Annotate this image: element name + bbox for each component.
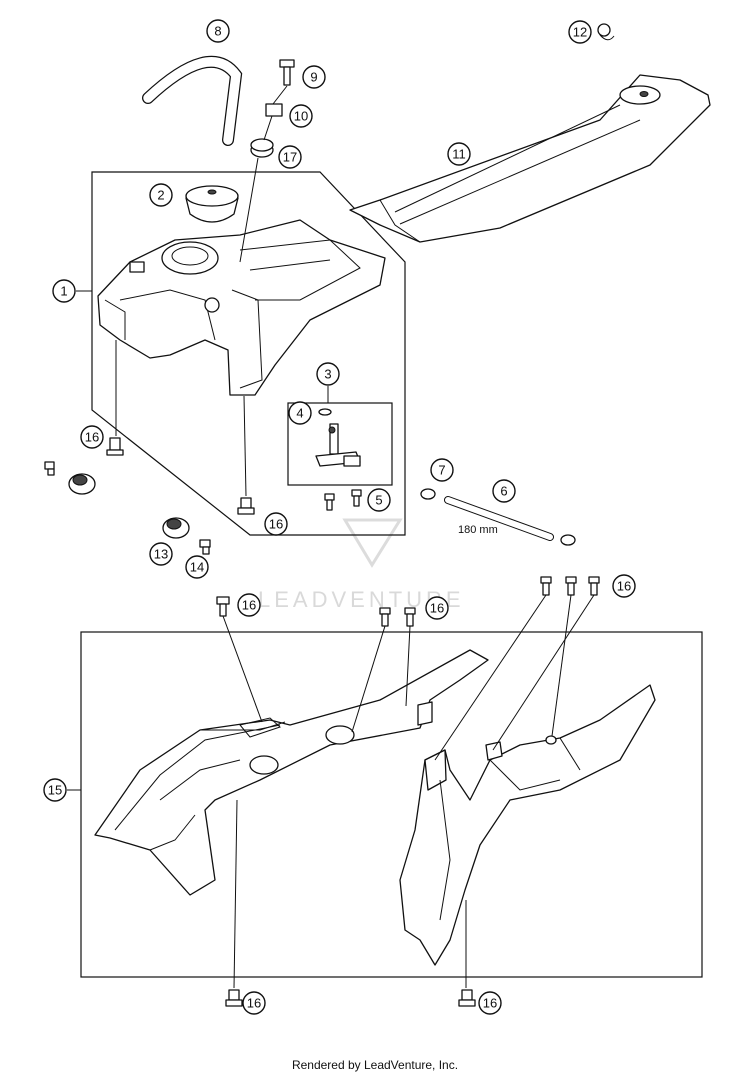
spoiler-bolt-top-mid-a xyxy=(379,607,391,627)
svg-text:12: 12 xyxy=(573,25,587,40)
svg-text:15: 15 xyxy=(48,783,62,798)
rubber-damper xyxy=(162,517,190,539)
spoiler-bolt-top-right-b xyxy=(565,576,577,596)
callout-9: 9 xyxy=(302,65,326,89)
fuel-hose xyxy=(444,496,554,541)
spoiler-bolt-bottom-right xyxy=(458,989,476,1007)
hose-clamp-left xyxy=(420,488,436,500)
svg-text:17: 17 xyxy=(283,150,297,165)
seat-screw xyxy=(597,23,615,41)
svg-text:4: 4 xyxy=(296,406,303,421)
fuel-tap-group-box xyxy=(287,402,393,486)
svg-text:5: 5 xyxy=(375,493,382,508)
svg-text:16: 16 xyxy=(242,598,256,613)
callout-3: 3 xyxy=(316,362,340,386)
spoiler-bolt-top-mid-b xyxy=(404,607,416,627)
svg-text:16: 16 xyxy=(483,996,497,1011)
callout-5: 5 xyxy=(367,488,391,512)
callout-16-spoiler-top-left: 16 xyxy=(237,593,261,617)
callout-16-spoiler-top-mid: 16 xyxy=(425,596,449,620)
small-bolt-left xyxy=(44,461,55,476)
fuel-cap xyxy=(185,185,239,223)
bolt-leader-bottom xyxy=(243,395,247,497)
callout-17: 17 xyxy=(278,145,302,169)
hose-clamp-right xyxy=(560,534,576,546)
svg-text:13: 13 xyxy=(154,547,168,562)
hose-length-label: 180 mm xyxy=(458,524,498,536)
damper-screw xyxy=(199,539,211,555)
fuel-tap-screw-a xyxy=(324,493,335,511)
callout-2: 2 xyxy=(149,183,173,207)
svg-text:6: 6 xyxy=(500,484,507,499)
svg-text:16: 16 xyxy=(85,430,99,445)
callout-leaders xyxy=(67,290,329,791)
footer-credit: Rendered by LeadVenture, Inc. xyxy=(291,1058,459,1072)
left-tank-spoiler xyxy=(94,649,489,896)
seat xyxy=(349,74,711,243)
callout-1: 1 xyxy=(52,279,76,303)
spoiler-group-box xyxy=(80,631,703,978)
spoiler-bolt-top-left xyxy=(216,596,230,617)
svg-text:3: 3 xyxy=(324,367,331,382)
svg-text:16: 16 xyxy=(269,517,283,532)
callout-10: 10 xyxy=(289,104,313,128)
fuel-tank-group-box xyxy=(91,171,406,536)
callout-16-spoiler-bottom-left: 16 xyxy=(242,991,266,1015)
screw-leader-line xyxy=(239,85,288,263)
svg-text:9: 9 xyxy=(310,70,317,85)
svg-text:16: 16 xyxy=(430,601,444,616)
callout-16-spoiler-bottom-right: 16 xyxy=(478,991,502,1015)
svg-text:14: 14 xyxy=(190,560,204,575)
svg-text:8: 8 xyxy=(214,24,221,39)
svg-text:16: 16 xyxy=(247,996,261,1011)
callout-4: 4 xyxy=(288,401,312,425)
fuel-tap-screw-b xyxy=(351,489,362,507)
svg-text:7: 7 xyxy=(438,463,445,478)
right-tank-spoiler xyxy=(399,684,656,966)
callout-16-tank-bottom: 16 xyxy=(264,512,288,536)
callout-14: 14 xyxy=(185,555,209,579)
callout-7: 7 xyxy=(430,458,454,482)
callout-16-tank-left: 16 xyxy=(80,425,104,449)
spoiler-bolt-top-right-c xyxy=(588,576,600,596)
fuel-tap xyxy=(315,408,361,467)
callout-16-spoiler-top-right: 16 xyxy=(612,574,636,598)
spoiler-bolt-top-right-a xyxy=(540,576,552,596)
spoiler-bolt-bottom-left xyxy=(225,989,243,1007)
spoiler-leader-lines xyxy=(222,594,595,989)
breather-hose xyxy=(142,55,243,146)
tank-bolt-bottom xyxy=(237,497,255,515)
svg-text:10: 10 xyxy=(294,109,308,124)
callout-13: 13 xyxy=(149,542,173,566)
callout-8: 8 xyxy=(206,19,230,43)
svg-text:1: 1 xyxy=(60,284,67,299)
callout-12: 12 xyxy=(568,20,592,44)
svg-text:11: 11 xyxy=(452,147,466,162)
callout-11: 11 xyxy=(447,142,471,166)
svg-text:16: 16 xyxy=(617,579,631,594)
tank-rubber-bushing xyxy=(250,138,274,158)
callout-6: 6 xyxy=(492,479,516,503)
svg-text:2: 2 xyxy=(157,188,164,203)
tank-bolt-left xyxy=(106,437,124,456)
tank-washer xyxy=(265,103,283,117)
fuel-tank xyxy=(97,219,386,396)
tank-mount-screw xyxy=(279,59,295,86)
callout-15: 15 xyxy=(43,778,67,802)
rubber-damper-left xyxy=(68,473,96,495)
